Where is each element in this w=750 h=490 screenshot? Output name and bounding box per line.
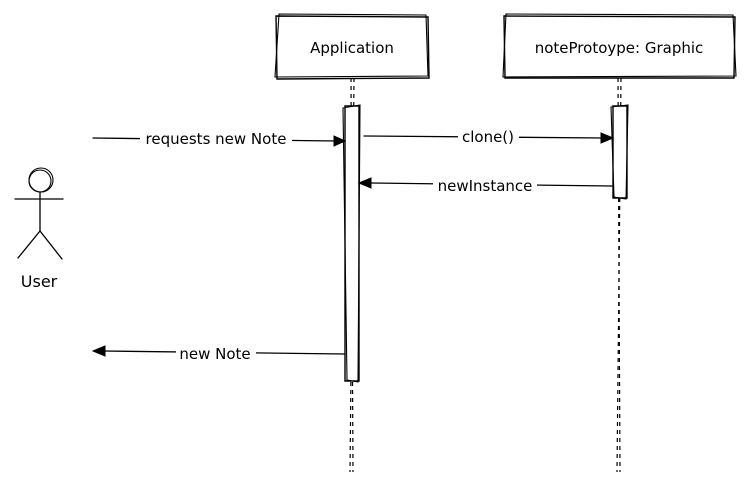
message-clone: clone() [363,126,615,148]
new-instance-label: newInstance [438,177,533,195]
clone-label-bg [458,126,519,148]
message-new-note: new Note [91,342,345,364]
new-instance-label-bg [433,174,537,196]
prototype-participant: noteProtoype: Graphic [502,13,737,79]
message-new-instance: newInstance [357,174,613,196]
application-activation-sketch [342,104,361,383]
new-note-label-bg [176,342,256,364]
actor-head-sketch [28,167,54,193]
new-instance-arrowhead [357,177,372,189]
application-participant: Application [274,13,430,80]
application-box-sketch [274,13,429,78]
prototype-activation [612,105,628,199]
prototype-box-sketch [502,13,737,78]
clone-label: clone() [462,128,514,146]
new-note-label: new Note [179,345,250,363]
prototype-box [503,15,736,79]
actor-left-leg [17,230,41,259]
user-label: User [21,272,58,291]
prototype-label: noteProtoype: Graphic [535,39,704,57]
requests-new-note-label-bg [140,128,292,150]
application-activation [344,105,360,382]
actor-right-leg [39,230,63,260]
clone-arrowhead [600,132,615,144]
message-requests-new-note: requests new Note [92,128,347,150]
requests-new-note-arrowhead [333,135,347,147]
activations [342,104,629,383]
prototype-activation-sketch [610,104,629,200]
requests-new-note-label: requests new Note [146,130,287,148]
application-label: Application [310,39,394,57]
new-note-arrowhead [91,345,106,357]
user-actor: User [14,167,64,291]
